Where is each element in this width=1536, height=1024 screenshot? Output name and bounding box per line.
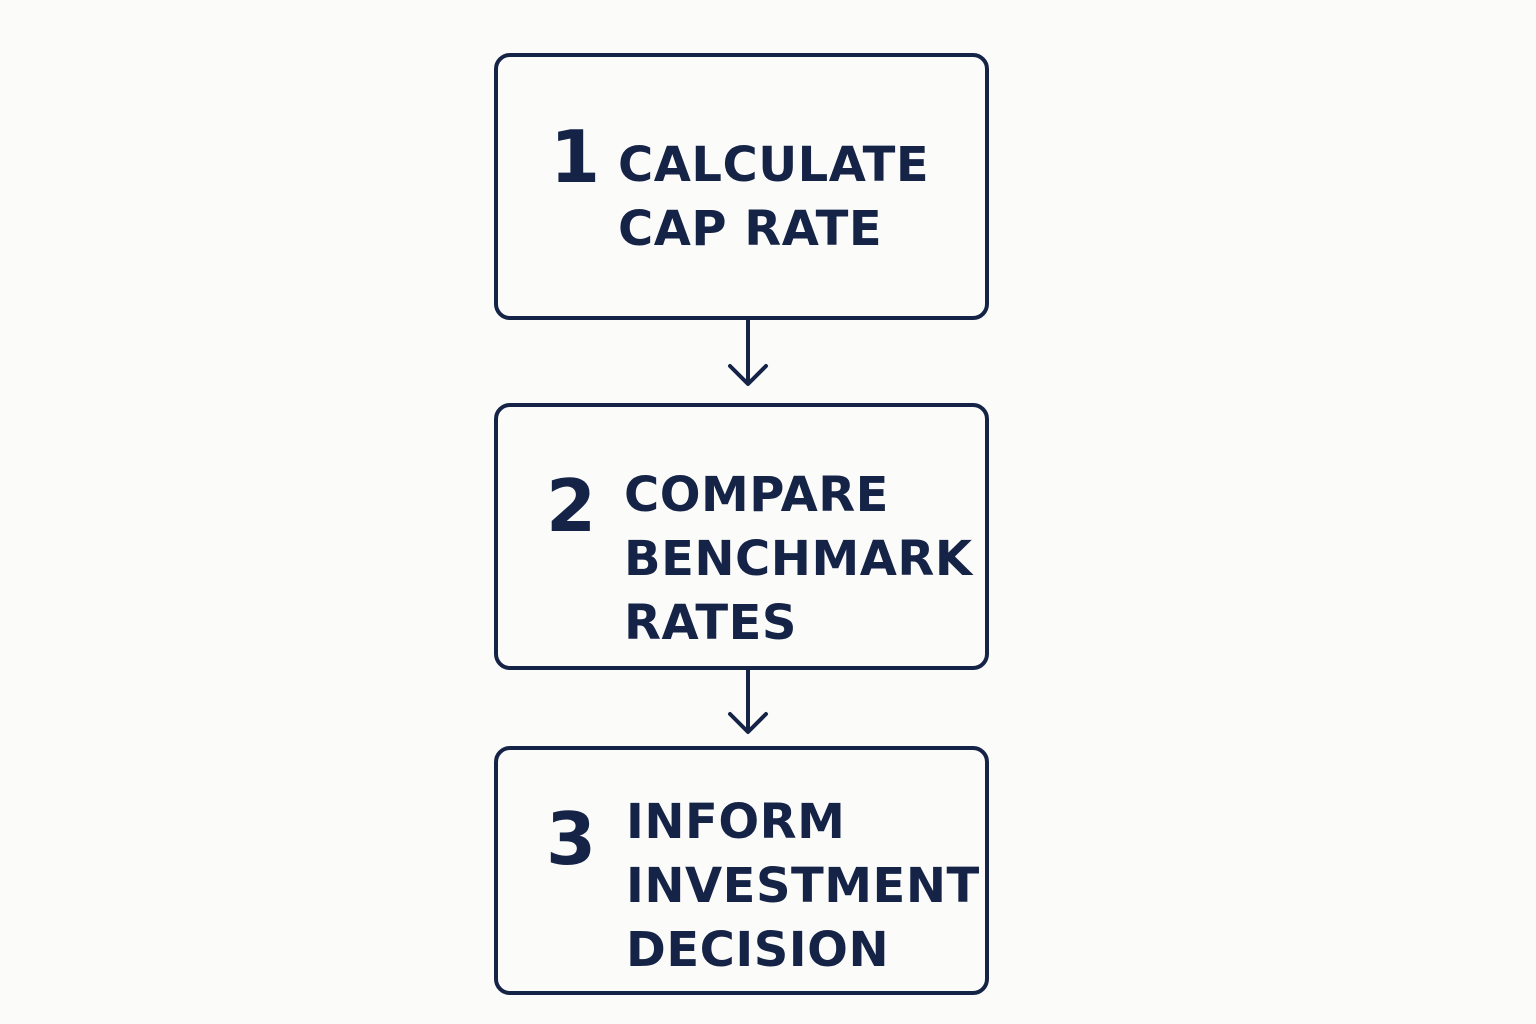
step-3-box: 3 INFORM INVESTMENT DECISION	[494, 746, 989, 995]
arrow-step2-to-step3	[728, 670, 768, 734]
arrow-1-head	[728, 364, 768, 386]
step-2-label: COMPARE BENCHMARK RATES	[624, 467, 973, 651]
step-3-label: INFORM INVESTMENT DECISION	[626, 794, 980, 978]
step-3-number: 3	[546, 797, 597, 881]
step-1-number: 1	[550, 115, 601, 199]
step-2-number: 2	[546, 464, 597, 548]
step-2-box: 2 COMPARE BENCHMARK RATES	[494, 403, 989, 670]
arrow-2-head	[728, 712, 768, 734]
step-1-label: CALCULATE CAP RATE	[618, 137, 930, 257]
arrow-step1-to-step2	[728, 320, 768, 386]
step-1-box: 1 CALCULATE CAP RATE	[494, 53, 989, 320]
